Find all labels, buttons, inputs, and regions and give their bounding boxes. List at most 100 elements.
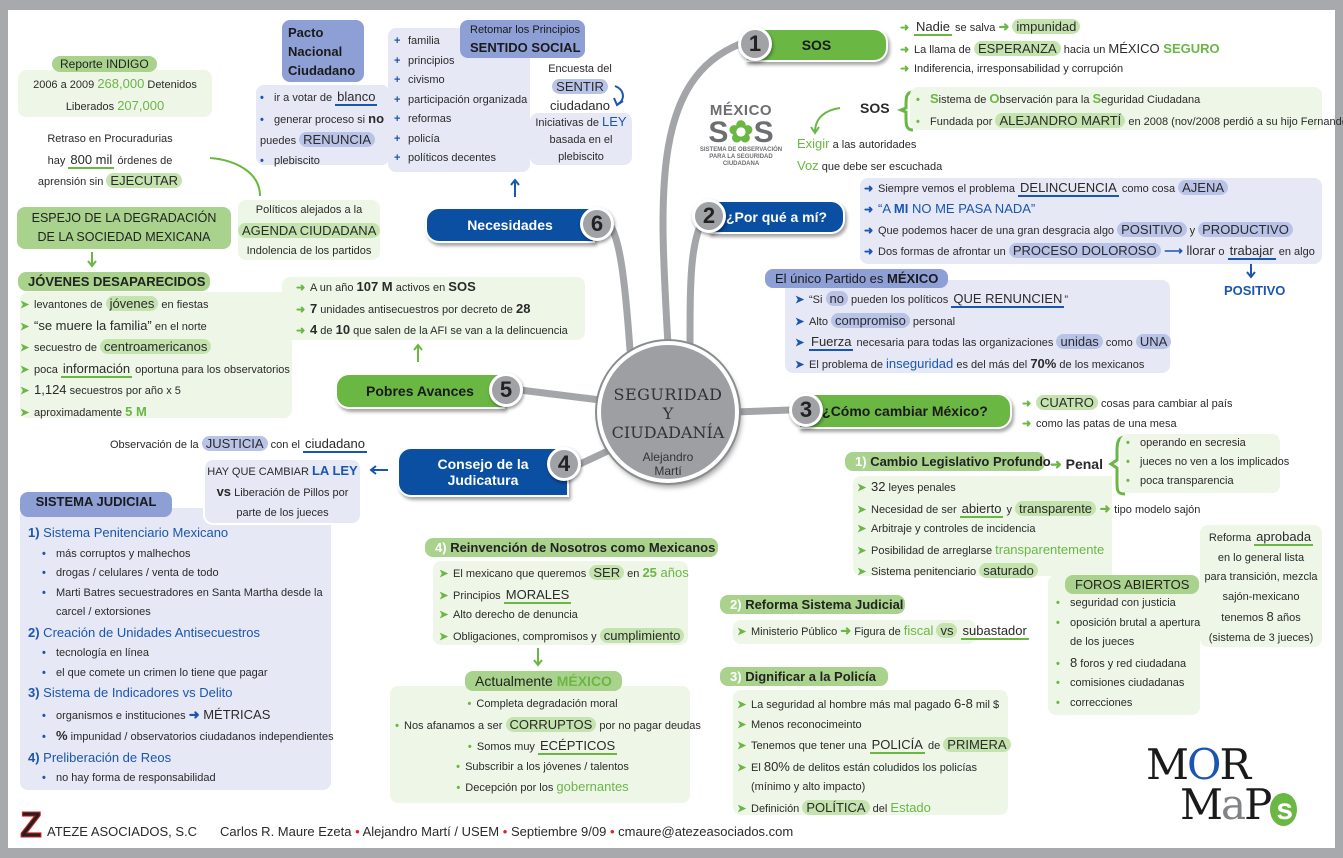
espejo-line: ESPEJO DE LA DEGRADACIÓN <box>31 211 217 225</box>
text-segment: políticos decentes <box>408 152 497 164</box>
text-line: ➤“se muere la familia” en el norte <box>20 316 292 338</box>
text-line: carcel / extorsiones <box>28 603 331 623</box>
logo-text: MÉXICO <box>709 102 773 119</box>
text-line: para transición, mezcla <box>1200 568 1322 588</box>
text-segment: en algo <box>1275 246 1315 258</box>
text-segment: abierto <box>959 500 1004 518</box>
text-segment: vs <box>216 484 232 499</box>
bullet-icon: • <box>916 94 920 106</box>
central-author: Martí <box>654 464 682 478</box>
foros-header: FOROS ABIERTOS <box>1065 575 1200 594</box>
chevron-right-icon: ➤ <box>20 406 30 419</box>
node-consejo-judicatura[interactable]: Consejo de la Judicatura <box>397 447 569 497</box>
text-segment: Sistema penitenciario <box>871 566 980 578</box>
arrow-right-icon: ➜ <box>864 225 874 237</box>
text-segment: ECÉPTICOS <box>538 738 618 755</box>
text-segment: El <box>751 761 764 774</box>
text-segment: en lo general lista <box>1217 551 1305 564</box>
text-segment: bservación para la <box>999 94 1093 106</box>
text-segment: RENUNCIA <box>299 132 376 147</box>
text-segment: Alto derecho de denuncia <box>453 609 578 621</box>
text-segment: gobernantes <box>556 779 629 794</box>
text-line: •Decepción por los gobernantes <box>390 777 690 799</box>
text-segment: UNA <box>1135 334 1172 349</box>
arrow-right-icon: ➜ <box>900 63 910 75</box>
text-segment: fiscal <box>903 623 934 638</box>
necesidades-list: +familia+principios+civismo+participació… <box>388 28 530 172</box>
text-segment: MI <box>893 201 909 216</box>
text-segment: seguridad con justicia <box>1070 597 1176 609</box>
text-segment: de los jueces <box>1070 636 1135 648</box>
plus-icon: + <box>394 35 401 47</box>
node-label: Consejo de la Judicatura <box>437 456 529 488</box>
text-segment: el que comete un crimen lo tiene que pag… <box>56 666 268 679</box>
text-segment: ESPERANZA <box>973 40 1061 56</box>
node-necesidades[interactable]: Necesidades <box>425 207 595 243</box>
unico-partido-box: ➤“Si no pueden los políticos QUE RENUNCI… <box>785 280 1172 373</box>
avances-box: ➜A un año 107 M activos en SOS➜7 unidade… <box>282 277 585 340</box>
central-author: Alejandro <box>642 450 694 464</box>
chevron-right-icon: ➤ <box>20 385 30 397</box>
text-segment: no <box>368 110 385 126</box>
text-segment: MORALES <box>503 586 572 604</box>
bullet-icon: • <box>609 824 615 839</box>
text-segment: Indiferencia, irresponsabilidad y corrup… <box>914 63 1124 75</box>
node-como-cambiar-mexico[interactable]: ¿Cómo cambiar México? <box>798 393 1012 429</box>
text-line: ➤levantones de jóvenes en fiestas <box>20 294 292 316</box>
reforma-header: 2) Reforma Sistema Judicial <box>720 595 905 614</box>
text-segment: carcel / extorsiones <box>56 606 151 618</box>
text-segment: La seguridad al hombre más mal pagado <box>751 699 955 711</box>
text-segment: Ministerio Público <box>751 626 841 638</box>
arrow-right-icon: ➜ <box>296 282 306 294</box>
text-segment: leyes penales <box>885 482 956 494</box>
chevron-right-icon: ➤ <box>737 718 747 731</box>
chevron-right-icon: ➤ <box>795 294 805 306</box>
text-segment: trabajar <box>1227 243 1276 260</box>
text-segment: PRIMERA <box>943 737 1011 752</box>
text-segment: con el <box>267 439 303 451</box>
central-topic[interactable]: SEGURIDAD Y CIUDADANÍA Alejandro Martí <box>597 341 739 483</box>
text-segment: (sistema de 3 jueces) <box>1208 631 1314 644</box>
text-segment: correcciones <box>1070 696 1133 709</box>
text-segment: istema de <box>938 94 990 106</box>
text-line: ciudadano <box>530 97 630 116</box>
text-segment: O <box>989 91 1000 106</box>
text-line: ➜ Indiferencia, irresponsabilidad y corru… <box>900 60 1220 80</box>
cuatro-lines: ➜CUATRO cosas para cambiar al país➜como … <box>1022 393 1232 434</box>
text-segment: Liberación de Pillos por <box>231 487 349 499</box>
text-segment: a las autoridades <box>829 139 917 151</box>
text-line: •seguridad con justicia <box>1056 594 1200 614</box>
header-text: El único Partido es <box>775 271 884 286</box>
arrow-down-icon <box>87 252 97 268</box>
text-segment: CORRUPTOS <box>505 716 597 732</box>
text-line: ➜Que podemos hacer de una gran desgracia… <box>864 220 1318 241</box>
text-line: (sistema de 3 jueces) <box>1200 629 1322 649</box>
node-por-que-a-mi[interactable]: ¿Por qué a mí? <box>708 200 845 234</box>
text-segment: Sistema Penitenciario Mexicano <box>39 525 229 540</box>
text-segment: necesaria para todas las organizaciones <box>853 337 1057 349</box>
node-pobres-avances[interactable]: Pobres Avances <box>335 373 505 409</box>
espejo-header: ESPEJO DE LA DEGRADACIÓN DE LA SOCIEDAD … <box>17 207 231 249</box>
footer-credits: Carlos R. Maure Ezeta • Alejandro Martí … <box>220 824 793 839</box>
footer-email[interactable]: cmaure@atezeasociados.com <box>618 824 794 839</box>
arrow-right-icon: ➜ <box>864 204 874 216</box>
branch-2 <box>686 212 709 354</box>
text-line: •plebiscito <box>260 152 386 172</box>
text-segment: Dos formas de afrontar un <box>878 246 1009 258</box>
text-segment: Exigir <box>797 136 830 151</box>
chevron-right-icon: ➤ <box>795 358 805 371</box>
text-line: +principios <box>394 52 524 72</box>
text-segment: poca <box>34 363 61 376</box>
chevron-right-icon: ➤ <box>795 315 805 328</box>
branch-5 <box>516 386 604 404</box>
text-segment: ➜ <box>188 706 200 722</box>
text-segment: Creación de Unidades Antisecuestros <box>39 624 260 640</box>
node-number-4: 4 <box>547 447 581 481</box>
jovenes-header: JÓVENES DESAPARECIDOS <box>18 272 210 291</box>
text-segment: organismos e instituciones <box>56 709 189 722</box>
text-segment: “Si <box>809 294 826 306</box>
